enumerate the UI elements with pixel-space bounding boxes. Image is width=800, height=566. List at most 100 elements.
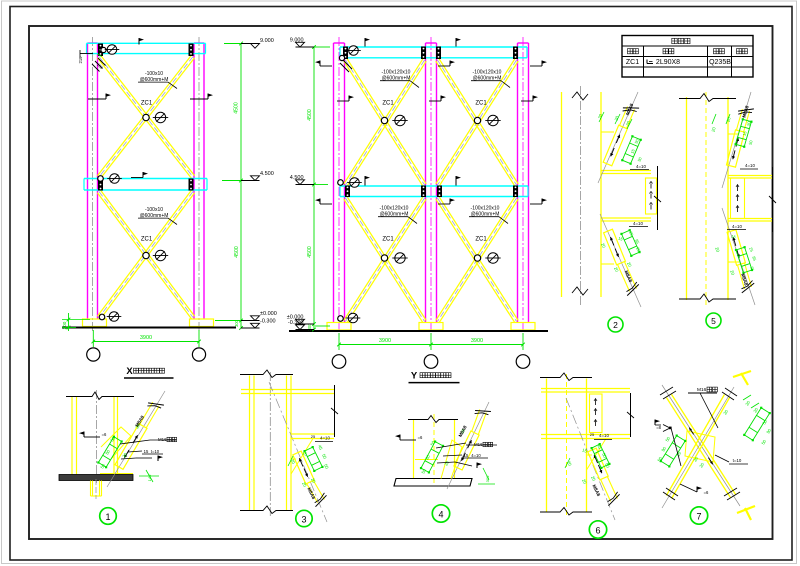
svg-text:20: 20 — [710, 126, 716, 133]
svg-text:ZC1: ZC1 — [141, 237, 153, 243]
svg-text:150: 150 — [96, 63, 103, 70]
svg-text:ZC1: ZC1 — [382, 101, 394, 107]
svg-text:25: 25 — [590, 432, 595, 437]
svg-text:45: 45 — [596, 443, 603, 450]
svg-text:3900: 3900 — [471, 338, 483, 344]
svg-text:3900: 3900 — [140, 335, 152, 341]
svg-text:M8A8: M8A8 — [458, 424, 468, 438]
svg-text:-0.300: -0.300 — [288, 320, 304, 326]
svg-text:4500: 4500 — [307, 109, 313, 121]
svg-text:M8A8: M8A8 — [625, 102, 635, 116]
svg-text:20: 20 — [626, 261, 633, 268]
svg-text:50: 50 — [748, 139, 754, 145]
svg-text:4500: 4500 — [307, 246, 313, 258]
svg-text:50: 50 — [761, 418, 768, 425]
svg-text:50: 50 — [109, 435, 116, 442]
svg-text:@600mm+M: @600mm+M — [473, 76, 502, 82]
svg-text:4=10: 4=10 — [636, 164, 646, 169]
svg-text:15: 15 — [675, 450, 682, 457]
svg-text:20: 20 — [581, 478, 588, 485]
svg-text:20: 20 — [692, 455, 699, 462]
svg-text:50: 50 — [656, 455, 663, 462]
svg-text:ZC1: ZC1 — [626, 59, 639, 66]
svg-text:20: 20 — [714, 246, 720, 253]
svg-text:20: 20 — [625, 120, 632, 127]
svg-text:20: 20 — [290, 458, 297, 465]
svg-text:20: 20 — [301, 481, 308, 488]
svg-text:4500: 4500 — [234, 102, 240, 114]
svg-text:4=10: 4=10 — [320, 436, 330, 441]
svg-text:M8A8: M8A8 — [741, 105, 749, 119]
svg-text:20: 20 — [310, 477, 317, 484]
svg-text:±0.000: ±0.000 — [260, 311, 277, 317]
svg-text:M16: M16 — [158, 437, 167, 442]
svg-text:M8A8: M8A8 — [306, 487, 316, 501]
svg-text:50: 50 — [760, 438, 767, 445]
svg-text:-100x120x10: -100x120x10 — [471, 206, 500, 212]
svg-text:1: 1 — [105, 512, 110, 522]
svg-text:-100x120x10: -100x120x10 — [382, 70, 411, 76]
svg-text:M16: M16 — [474, 442, 483, 447]
svg-text:50: 50 — [420, 467, 427, 474]
svg-text:7: 7 — [696, 512, 701, 522]
svg-text:85: 85 — [634, 238, 641, 245]
svg-text:20: 20 — [744, 399, 751, 406]
svg-text:-0.300: -0.300 — [260, 319, 276, 325]
svg-text:4=10: 4=10 — [471, 453, 481, 458]
svg-text:15: 15 — [742, 130, 748, 136]
svg-text:50: 50 — [323, 463, 330, 470]
svg-text:20: 20 — [613, 266, 620, 273]
svg-text:20: 20 — [459, 427, 466, 434]
svg-text:4.500: 4.500 — [260, 171, 274, 177]
svg-text:ZC1: ZC1 — [141, 101, 153, 107]
svg-text:25: 25 — [628, 230, 635, 237]
svg-text:M8A8: M8A8 — [624, 270, 634, 284]
svg-text:300: 300 — [485, 475, 490, 482]
svg-text:ZC1: ZC1 — [475, 237, 487, 243]
svg-text:50: 50 — [321, 453, 328, 460]
svg-text:50: 50 — [601, 452, 608, 459]
svg-text:50: 50 — [604, 462, 611, 469]
svg-text:219: 219 — [78, 56, 83, 64]
svg-text:15: 15 — [464, 453, 469, 458]
svg-text:2: 2 — [613, 320, 618, 330]
svg-text:@600mm+M: @600mm+M — [382, 76, 411, 82]
svg-text:2L90X8: 2L90X8 — [656, 59, 680, 66]
svg-text:50: 50 — [633, 138, 640, 145]
svg-text:20: 20 — [729, 269, 735, 276]
svg-text:4=10: 4=10 — [745, 163, 755, 168]
svg-text:15: 15 — [144, 449, 149, 454]
svg-text:45: 45 — [317, 444, 324, 451]
svg-text:20: 20 — [590, 475, 597, 482]
svg-text:85: 85 — [751, 256, 757, 263]
svg-text:M8A8: M8A8 — [740, 273, 749, 287]
svg-text:4=10: 4=10 — [633, 221, 643, 226]
svg-text:25: 25 — [748, 247, 754, 254]
svg-text:3: 3 — [301, 515, 306, 525]
svg-text:t=10: t=10 — [151, 449, 160, 454]
svg-text:Y: Y — [411, 371, 418, 382]
svg-text:-100x120x10: -100x120x10 — [380, 206, 409, 212]
svg-text:15: 15 — [618, 235, 625, 241]
svg-text:50: 50 — [664, 435, 671, 442]
svg-text:M16: M16 — [697, 387, 707, 393]
svg-text:=6: =6 — [704, 490, 709, 495]
svg-text:-100x10: -100x10 — [145, 207, 163, 213]
svg-text:20: 20 — [722, 408, 729, 415]
svg-text:4: 4 — [438, 510, 443, 520]
svg-text:25: 25 — [311, 434, 316, 439]
svg-text:M8A8: M8A8 — [134, 414, 145, 427]
svg-text:@600mm+M: @600mm+M — [380, 212, 409, 218]
svg-text:ZC1: ZC1 — [475, 101, 487, 107]
svg-text:5: 5 — [711, 316, 716, 326]
svg-text:M8A8: M8A8 — [591, 484, 601, 498]
svg-text:20: 20 — [566, 460, 573, 467]
svg-text:Q235B: Q235B — [709, 59, 731, 66]
svg-text:4.500: 4.500 — [290, 175, 304, 181]
svg-text:25: 25 — [749, 266, 755, 273]
svg-text:25: 25 — [635, 246, 642, 253]
svg-text:4=10: 4=10 — [599, 433, 609, 438]
svg-text:t=10: t=10 — [733, 458, 742, 463]
svg-text:15: 15 — [581, 447, 588, 454]
svg-text:4500: 4500 — [234, 246, 240, 258]
